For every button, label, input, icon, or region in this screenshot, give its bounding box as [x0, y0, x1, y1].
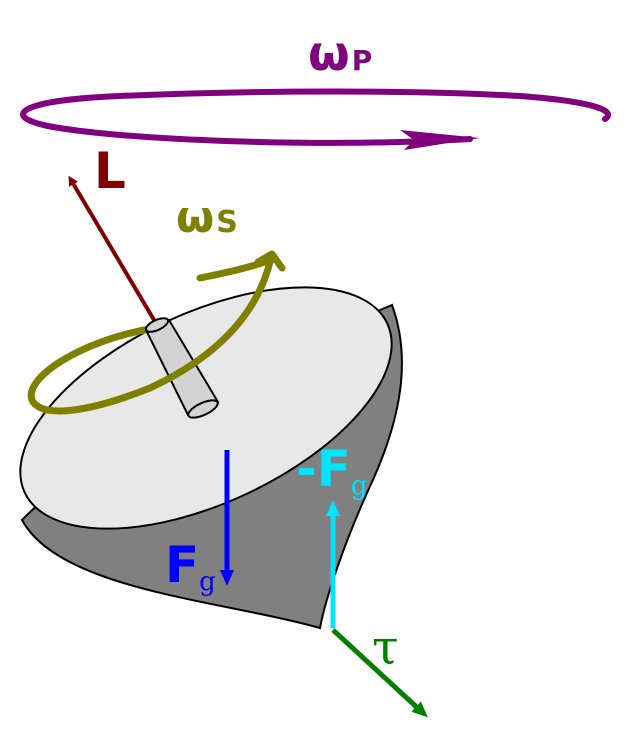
spin-arrow-front	[146, 250, 286, 392]
angular-momentum-label: L	[94, 142, 126, 200]
angular-momentum-arrow	[68, 175, 159, 327]
reaction-force-label: -Fg	[296, 440, 368, 501]
precession-orbit	[20, 88, 612, 150]
gravity-force-label: Fg	[165, 536, 216, 597]
precession-arrowhead-icon	[400, 130, 480, 150]
spin-label: ωS	[176, 192, 238, 243]
torque-label: τ	[372, 620, 399, 676]
torque-arrow	[331, 628, 428, 718]
precession-label: ωP	[308, 26, 372, 82]
spin-arrow	[27, 324, 159, 415]
